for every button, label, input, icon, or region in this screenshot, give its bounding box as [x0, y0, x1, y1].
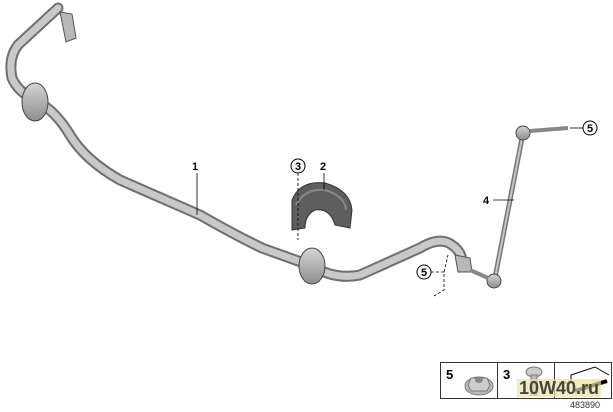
callout-5-bottom: 5 [421, 267, 427, 279]
bar-bushing-right [298, 247, 326, 285]
callout-3: 3 [295, 161, 301, 173]
callout-5-top: 5 [587, 123, 593, 135]
leader-lines [196, 127, 583, 297]
rubber-mount [291, 182, 353, 231]
legend-number: 5 [446, 367, 454, 382]
callout-1: 1 [192, 161, 198, 173]
callout-2: 2 [320, 161, 326, 173]
diagram-id: 483890 [570, 400, 601, 410]
legend-item-nut: 5 [441, 363, 498, 398]
flange-nut-icon [464, 376, 494, 396]
callout-5-bottom-circle [416, 264, 432, 280]
watermark: 10W40.ru [517, 378, 602, 398]
legend-number: 3 [503, 367, 511, 382]
callout-5-top-circle [582, 120, 598, 136]
stabilizer-link [469, 125, 569, 289]
callout-4: 4 [483, 195, 490, 207]
callout-3-circle [290, 158, 306, 174]
bar-bushing-left [21, 82, 49, 122]
stabilizer-bar [5, 2, 473, 282]
